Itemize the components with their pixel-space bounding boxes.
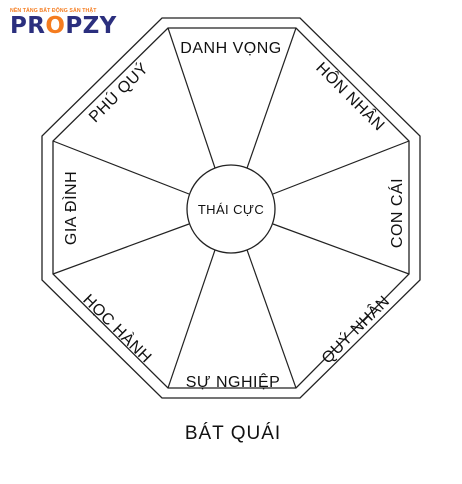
spoke-line [52,140,190,195]
sector-label-left: GIA ĐÌNH [61,171,80,245]
sector-label-right: CON CÁI [387,178,406,248]
spoke-line [52,223,190,275]
sector-label-top-left: PHÚ QUÝ [85,59,152,126]
logo-wordmark: PROPZY [10,15,117,38]
spoke-line [167,246,217,389]
logo-wordmark-end: PZY [65,13,117,39]
sector-label-bottom: SỰ NGHIỆP [186,372,281,391]
octagon-outer [41,17,421,399]
spoke-line [272,223,410,275]
sector-label-top: DANH VỌNG [180,40,281,57]
sector-label-bottom-right: QUÝ NHÂN [317,291,393,367]
spoke-line [272,140,410,195]
center-circle [186,164,276,254]
logo-tagline: NỀN TẢNG BẤT ĐỘNG SẢN THẬT [10,8,97,14]
diagram-caption: BÁT QUÁI [185,423,281,444]
sector-label-top-right: HÔN NHÂN [312,58,389,135]
spoke-line [167,27,217,172]
spoke-line [245,246,297,389]
center-label: THÁI CỰC [198,202,264,217]
propzy-logo[interactable]: NỀN TẢNG BẤT ĐỘNG SẢN THẬT PROPZY [10,8,140,48]
map-pin-letter: O [45,13,66,39]
spoke-line [245,27,297,172]
logo-wordmark-start: PR [10,13,46,39]
